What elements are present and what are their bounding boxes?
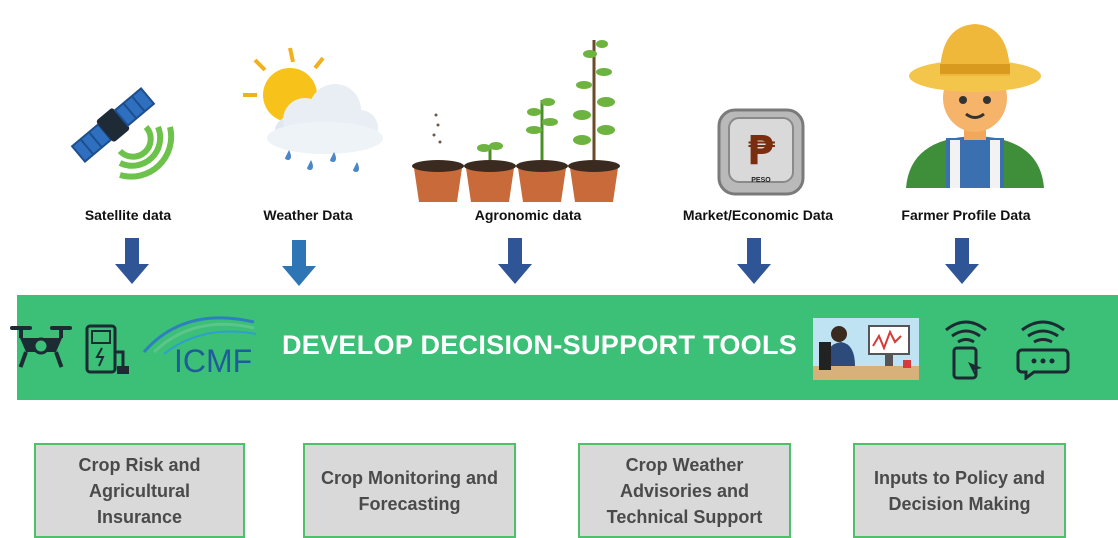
satellite-icon [70,87,175,180]
banner-title: DEVELOP DECISION-SUPPORT TOOLS [282,330,798,360]
device-plug-icon [85,324,129,374]
source-label-farmer: Farmer Profile Data [901,207,1031,223]
down-arrow-icon [282,240,316,286]
svg-text:₱: ₱ [747,128,775,174]
peso-coin-label: PESO [751,177,771,184]
weather-cloud-sun-rain-icon [243,47,383,172]
output-box-crop-monitoring: Crop Monitoring and Forecasting [303,443,516,538]
farmer-avatar-icon [906,24,1044,188]
decision-support-banner [17,295,1118,400]
output-box-policy-inputs: Inputs to Policy and Decision Making [853,443,1066,538]
down-arrow-icon [737,238,771,284]
output-box-crop-weather-advisories: Crop Weather Advisories and Technical Su… [578,443,791,538]
source-label-satellite: Satellite data [84,207,172,223]
source-label-market: Market/Economic Data [682,207,834,223]
output-label: Crop Weather Advisories and Technical Su… [606,454,763,527]
plant-growth-pots-icon [412,40,620,202]
drone-icon [10,326,72,368]
output-label: Inputs to Policy and Decision Making [873,467,1045,514]
down-arrow-icon [498,238,532,284]
icmf-logo-text: ICMF [174,343,252,379]
output-label: Crop Monitoring and Forecasting [321,467,498,514]
output-label: Crop Risk and Agricultural Insurance [78,454,201,527]
down-arrow-icon [115,238,149,284]
phone-wifi-icon [945,320,987,380]
output-box-crop-risk: Crop Risk and Agricultural Insurance [34,443,245,538]
chat-wifi-icon [1016,320,1070,380]
down-arrow-icon [945,238,979,284]
source-label-agronomic: Agronomic data [474,207,582,223]
peso-coin-icon: ₱ PESO [717,108,805,196]
computer-analyst-icon [813,318,919,380]
icmf-logo: ICMF [142,316,257,379]
source-label-weather: Weather Data [263,207,353,223]
